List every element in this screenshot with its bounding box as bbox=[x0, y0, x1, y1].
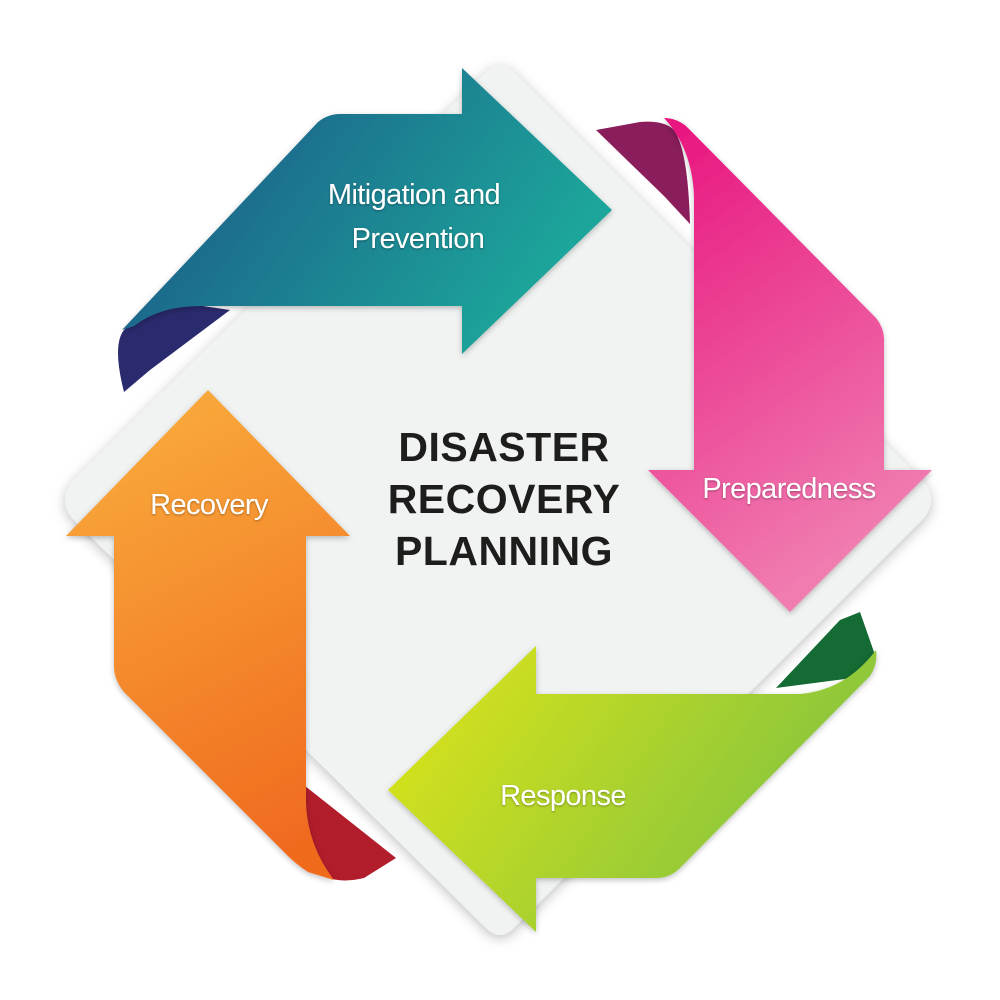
recovery-label: Recovery bbox=[150, 489, 269, 521]
preparedness-fold bbox=[596, 121, 690, 224]
recovery-fold bbox=[300, 782, 396, 881]
mitigation-fold bbox=[118, 300, 230, 392]
response-arrow bbox=[388, 646, 877, 932]
title-line-3: PLANNING bbox=[395, 528, 613, 574]
title-line-2: RECOVERY bbox=[388, 476, 621, 522]
title-line-1: DISASTER bbox=[398, 424, 609, 470]
preparedness-label: Preparedness bbox=[702, 473, 875, 505]
response-label: Response bbox=[500, 780, 626, 812]
response-fold bbox=[776, 612, 875, 688]
mitigation-label-line2: Prevention bbox=[352, 223, 485, 255]
mitigation-arrow bbox=[122, 68, 612, 354]
preparedness-arrow bbox=[648, 118, 932, 612]
mitigation-label-line1: Mitigation and bbox=[328, 179, 500, 211]
recovery-arrow bbox=[66, 390, 350, 880]
